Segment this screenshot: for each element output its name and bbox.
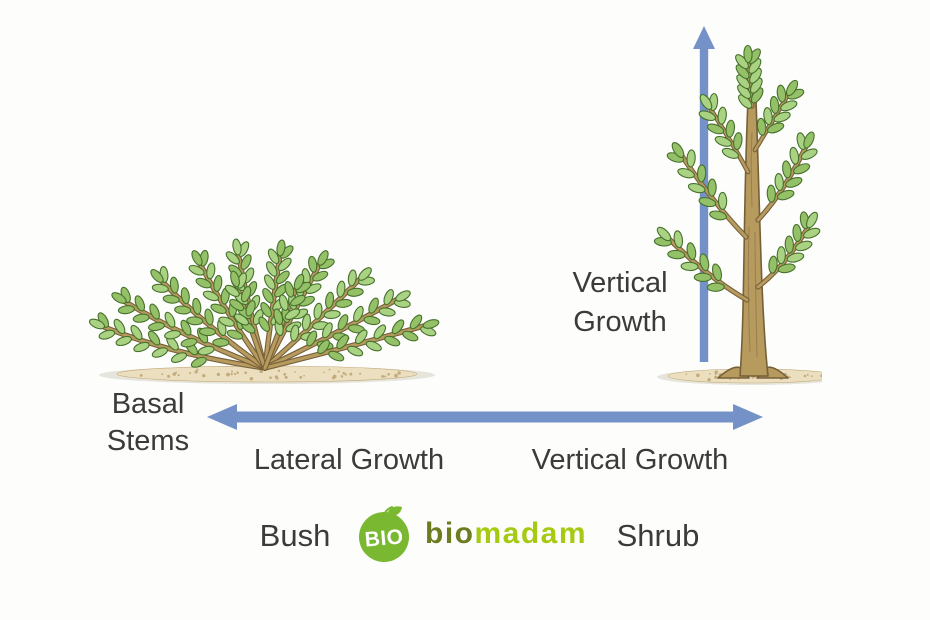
lateral-growth-label: Lateral Growth [253, 444, 445, 476]
lateral-growth-arrow [207, 404, 763, 430]
biomadam-logo: BIO biomadam [356, 505, 587, 563]
vertical-growth-side-label: Vertical Growth [556, 264, 684, 342]
tree-leaves [653, 44, 821, 292]
bush-label: Bush [259, 518, 331, 553]
vertical-growth-side-line2: Growth [573, 306, 667, 338]
basal-stems-label: Basal Stems [88, 386, 208, 460]
bio-badge-icon: BIO [359, 506, 409, 562]
badge-circle [359, 512, 409, 562]
vertical-growth-side-line1: Vertical [572, 267, 668, 299]
basal-stems-line2: Stems [106, 425, 190, 457]
arrow-left-icon [207, 404, 237, 430]
wordmark-prefix: bio [425, 517, 475, 550]
badge-text: BIO [364, 525, 405, 551]
arrow-right-icon [733, 404, 763, 430]
vertical-growth-axis-label: Vertical Growth [531, 444, 729, 476]
arrow-up-icon [693, 26, 715, 49]
leaf-icon [387, 506, 402, 517]
leaf-stem-icon [382, 506, 393, 519]
wordmark-suffix: madam [474, 517, 588, 550]
shrub-illustration [653, 44, 822, 385]
bush-illustration [88, 238, 440, 384]
bush-leaves [88, 238, 440, 368]
biomadam-wordmark: biomadam [425, 517, 587, 551]
horizontal-arrow-shaft [234, 411, 736, 423]
shrub-label: Shrub [616, 518, 700, 553]
basal-stems-line1: Basal [111, 388, 185, 420]
